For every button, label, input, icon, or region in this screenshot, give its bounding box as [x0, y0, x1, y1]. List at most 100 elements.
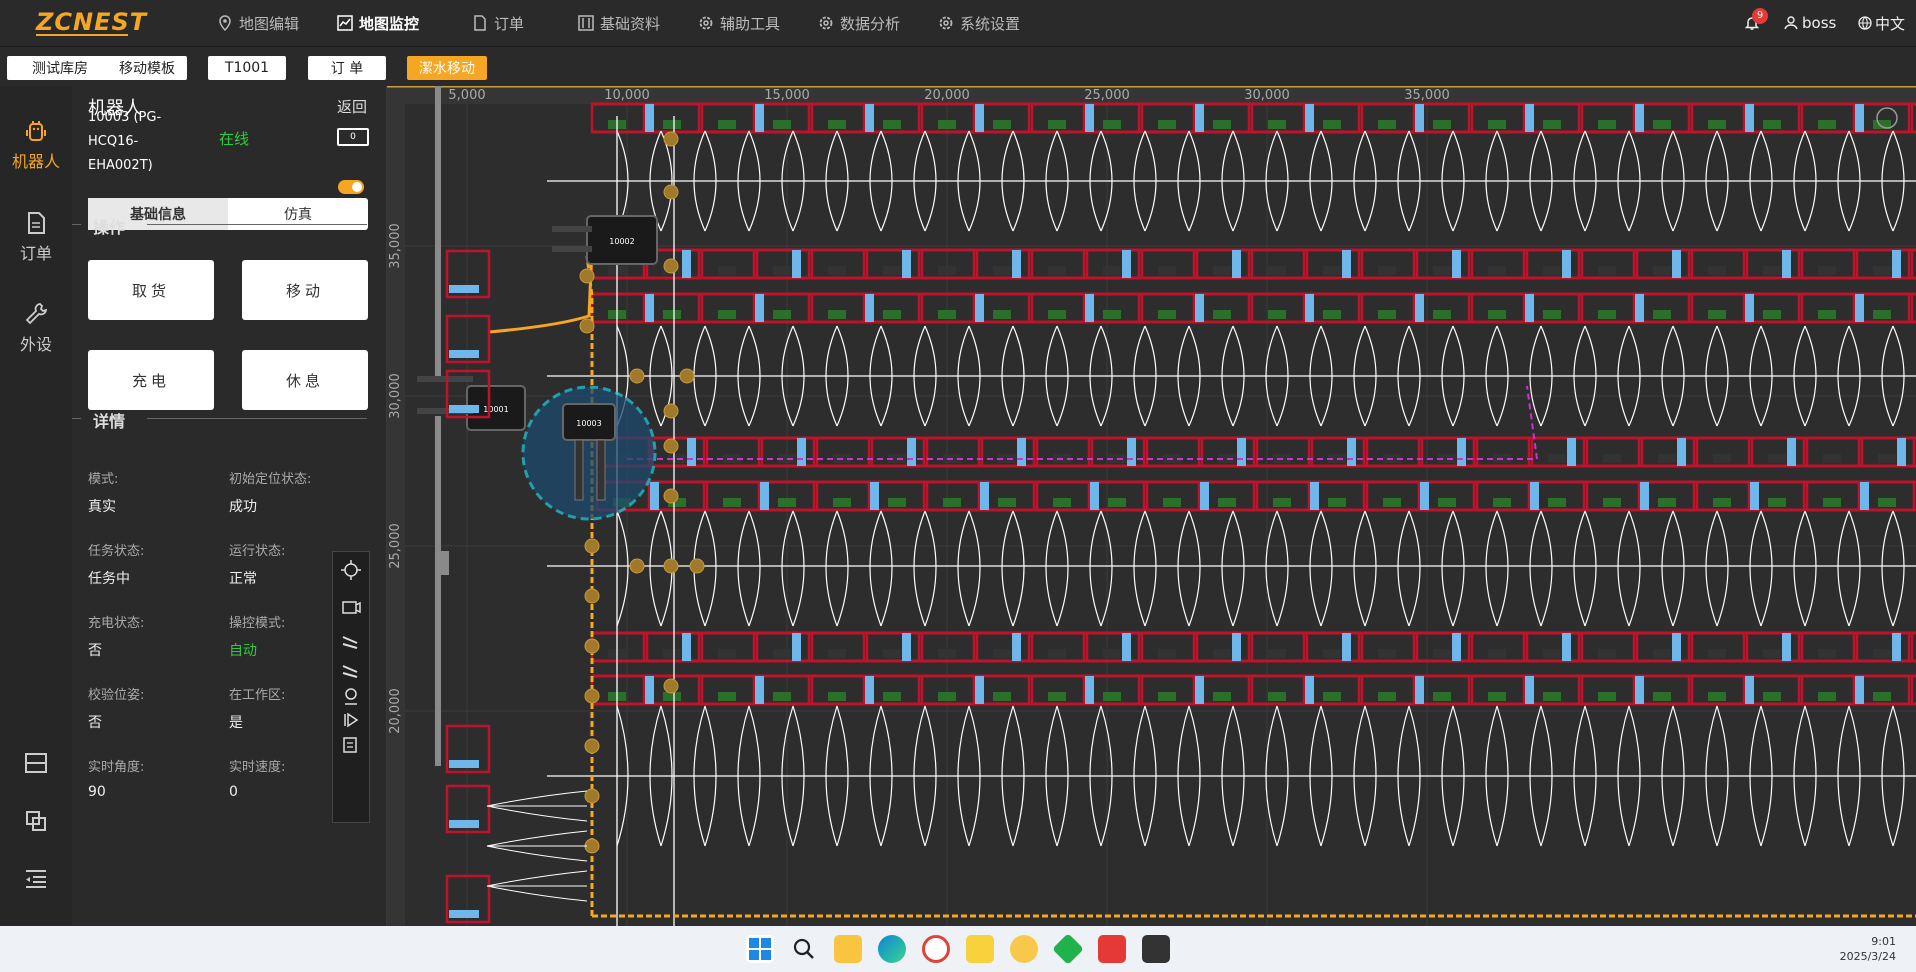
nav-orders[interactable]: 订单 — [472, 0, 524, 46]
nav-aux-tools[interactable]: 辅助工具 — [698, 0, 780, 46]
slot-label-bg — [1768, 454, 1786, 463]
slot-label-bg — [1543, 649, 1561, 658]
locate-icon[interactable] — [341, 560, 361, 580]
path-curve — [1672, 510, 1685, 627]
rack-slot — [1365, 480, 1421, 512]
path-curve — [1056, 510, 1069, 627]
wps-icon[interactable] — [1098, 935, 1126, 963]
slot-label-bg — [1378, 649, 1396, 658]
slot-label-bg — [1488, 310, 1506, 319]
play-step-icon[interactable] — [344, 712, 359, 728]
rack-tag — [1452, 633, 1461, 661]
rest-button[interactable]: 休息 — [242, 350, 368, 410]
rack-tag — [1122, 250, 1131, 278]
marker-icon[interactable] — [345, 688, 357, 705]
user-menu[interactable]: boss — [1784, 0, 1836, 46]
leftnav-orders[interactable]: 订单 — [0, 210, 72, 264]
robot-id-input[interactable]: T1001 — [208, 56, 286, 80]
nav-map-edit[interactable]: 地图编辑 — [217, 0, 299, 46]
sticky-notes-icon[interactable] — [966, 935, 994, 963]
report-icon[interactable] — [343, 737, 357, 753]
slot-label-bg — [833, 498, 851, 507]
fan-path — [486, 870, 588, 887]
rack-tag — [755, 676, 764, 704]
move-button[interactable]: 移动 — [242, 260, 368, 320]
windows-start-icon[interactable] — [746, 935, 774, 963]
slot-label-bg — [663, 649, 681, 658]
rack-tag — [1305, 294, 1314, 322]
path-curve — [1353, 510, 1366, 627]
slot-label-bg — [1658, 498, 1676, 507]
order-button[interactable]: 订 单 — [308, 56, 386, 80]
edge-browser-icon[interactable] — [878, 935, 906, 963]
rack-tag — [1457, 438, 1466, 466]
robot-toggle-switch[interactable] — [338, 180, 364, 194]
path-curve — [1793, 510, 1806, 627]
camera-icon[interactable] — [342, 601, 361, 614]
rack-slot — [1030, 674, 1086, 706]
leftnav-peripherals[interactable]: 外设 — [0, 301, 72, 355]
nav-map-monitor[interactable]: 地图监控 — [337, 0, 419, 46]
panel-tabs: 基础信息 仿真 — [88, 198, 368, 230]
rack-slot — [1855, 248, 1911, 280]
file-explorer-icon[interactable] — [834, 935, 862, 963]
app-dark-icon[interactable] — [1142, 935, 1170, 963]
charge-button[interactable]: 充电 — [88, 350, 214, 410]
nav-system-settings[interactable]: 系统设置 — [938, 0, 1020, 46]
slot-label-bg — [883, 120, 901, 129]
nav-basic-data[interactable]: 基础资料 — [578, 0, 660, 46]
move-action-button[interactable]: 潔水移动 — [407, 56, 487, 80]
rack-slot — [755, 631, 811, 663]
side-rack — [445, 314, 491, 364]
battery-indicator: 0 — [337, 128, 369, 146]
rack-tag — [1342, 250, 1351, 278]
app-green-icon[interactable] — [1052, 933, 1084, 965]
back-button[interactable]: 返回 — [337, 98, 368, 116]
forklift-icon[interactable] — [342, 636, 358, 649]
slot-label-bg — [1708, 120, 1726, 129]
language-switcher[interactable]: 中文 — [1858, 0, 1905, 46]
chrome-browser-icon[interactable] — [922, 935, 950, 963]
rack-tag — [1567, 438, 1576, 466]
rack-tag — [1200, 482, 1209, 510]
nav-data-analysis[interactable]: 数据分析 — [818, 0, 900, 46]
gear-icon — [699, 16, 713, 30]
template-select[interactable]: 移动模板 — [107, 56, 187, 80]
waypoint — [629, 558, 645, 574]
pickup-button[interactable]: 取货 — [88, 260, 214, 320]
path-curve — [869, 510, 882, 627]
tab-simulation[interactable]: 仿真 — [284, 207, 312, 223]
leftnav-robot[interactable]: 机器人 — [0, 118, 72, 172]
slot-label-bg — [1823, 498, 1841, 507]
app-icon[interactable] — [1010, 935, 1038, 963]
forklift-down-icon[interactable] — [342, 665, 358, 678]
globe-icon — [1858, 16, 1872, 30]
slot-label-bg — [1433, 266, 1451, 275]
slot-label-bg — [1488, 266, 1506, 275]
path-curve — [1232, 510, 1245, 627]
detail-value: 0 — [229, 784, 238, 800]
slot-label-bg — [1548, 454, 1566, 463]
slot-label-bg — [1878, 498, 1896, 507]
robot-highlight-zone — [521, 385, 657, 521]
robot-fork — [596, 439, 606, 501]
rack-tag — [682, 250, 691, 278]
path-curve — [1397, 510, 1410, 627]
copy-toggle[interactable] — [0, 808, 72, 838]
warehouse-select[interactable]: 测试库房 — [7, 56, 113, 80]
layers-toggle[interactable] — [0, 750, 72, 780]
rack-tag — [1342, 633, 1351, 661]
search-icon[interactable] — [790, 935, 818, 963]
waypoint — [663, 184, 679, 200]
collapse-menu-button[interactable] — [0, 866, 72, 896]
robot-fork — [574, 439, 584, 501]
rack-slot — [1420, 436, 1476, 468]
side-rack-tag — [449, 285, 479, 293]
rack-slot — [1690, 674, 1746, 706]
robot-name-line2: HCQ16- — [88, 134, 139, 149]
rack-tag — [870, 482, 879, 510]
rack-slot — [1360, 248, 1416, 280]
detail-value: 自动 — [229, 643, 257, 659]
